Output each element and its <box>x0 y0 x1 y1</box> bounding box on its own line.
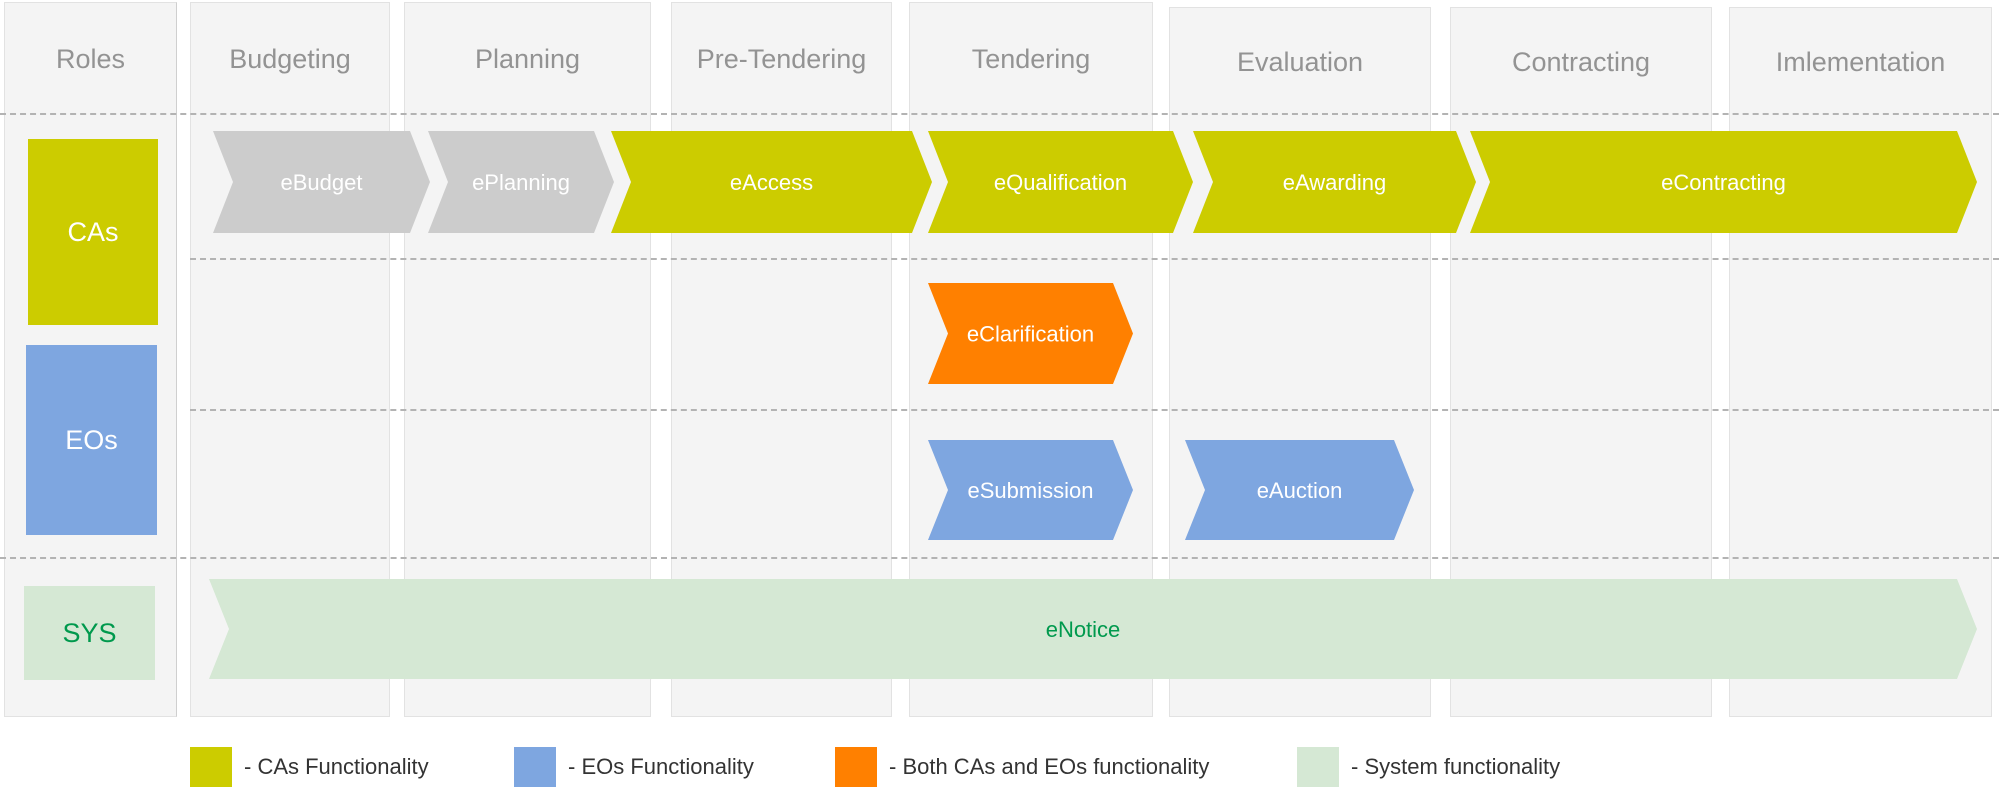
legend-swatch-ca <box>190 747 232 787</box>
column-header-planning: Planning <box>474 44 581 74</box>
module-label-eplanning: ePlanning <box>472 170 570 195</box>
module-label-enotice: eNotice <box>1046 617 1121 642</box>
module-shape-ebudget <box>213 131 430 233</box>
module-eclarification: eClarification <box>928 283 1133 384</box>
legend-item-eo: - EOs Functionality <box>514 747 754 787</box>
separator-ca-both <box>190 258 1999 260</box>
legend-label-eo: - EOs Functionality <box>568 754 754 779</box>
module-label-eauction: eAuction <box>1257 478 1343 503</box>
separator-sys <box>0 557 1999 559</box>
module-shape-equalification <box>928 131 1193 233</box>
legend-label-ca: - CAs Functionality <box>244 754 429 779</box>
legend-swatch-system <box>1297 747 1339 787</box>
module-shape-eawarding <box>1193 131 1476 233</box>
separator-header <box>0 113 1999 115</box>
module-label-esubmission: eSubmission <box>968 478 1094 503</box>
role-box-sys: SYS <box>24 586 155 680</box>
module-label-eawarding: eAwarding <box>1283 170 1387 195</box>
module-eplanning: ePlanning <box>428 131 614 233</box>
module-label-econtracting: eContracting <box>1661 170 1786 195</box>
separator-both-eo <box>190 409 1999 411</box>
role-label-cas: CAs <box>67 216 119 247</box>
module-shape-eaccess <box>611 131 932 233</box>
module-label-equalification: eQualification <box>994 170 1127 195</box>
role-label-eos: EOs <box>65 424 118 455</box>
role-label-sys: SYS <box>62 617 117 648</box>
module-shape-eplanning <box>428 131 614 233</box>
module-label-eaccess: eAccess <box>730 170 813 195</box>
legend-swatch-both <box>835 747 877 787</box>
module-shape-eclarification <box>928 283 1133 384</box>
module-shape-econtracting <box>1470 131 1977 233</box>
module-eawarding: eAwarding <box>1193 131 1476 233</box>
column-header-implementation: Imlementation <box>1775 46 1946 77</box>
module-shape-enotice <box>209 579 1977 679</box>
column-header-pre-tendering: Pre-Tendering <box>696 44 867 74</box>
legend-label-both: - Both CAs and EOs functionality <box>889 754 1210 779</box>
column-header-contracting: Contracting <box>1511 46 1651 77</box>
module-esubmission: eSubmission <box>928 440 1133 540</box>
column-header-budgeting: Budgeting <box>229 44 351 74</box>
module-eaccess: eAccess <box>611 131 932 233</box>
module-eauction: eAuction <box>1185 440 1414 540</box>
column-header-roles: Roles <box>55 44 126 74</box>
legend-label-system: - System functionality <box>1351 754 1561 779</box>
legend-item-both: - Both CAs and EOs functionality <box>835 747 1209 787</box>
legend-item-ca: - CAs Functionality <box>190 747 429 787</box>
column-header-tendering: Tendering <box>971 44 1091 74</box>
module-shape-eauction <box>1185 440 1414 540</box>
module-label-ebudget: eBudget <box>281 170 363 195</box>
role-box-cas: CAs <box>28 139 158 325</box>
module-ebudget: eBudget <box>213 131 430 233</box>
role-box-eos: EOs <box>26 345 157 535</box>
module-econtracting: eContracting <box>1470 131 1977 233</box>
legend-swatch-eo <box>514 747 556 787</box>
column-header-evaluation: Evaluation <box>1236 46 1364 77</box>
module-equalification: eQualification <box>928 131 1193 233</box>
legend-item-system: - System functionality <box>1297 747 1560 787</box>
module-enotice: eNotice <box>209 579 1977 679</box>
module-label-eclarification: eClarification <box>967 322 1094 347</box>
module-shape-esubmission <box>928 440 1133 540</box>
